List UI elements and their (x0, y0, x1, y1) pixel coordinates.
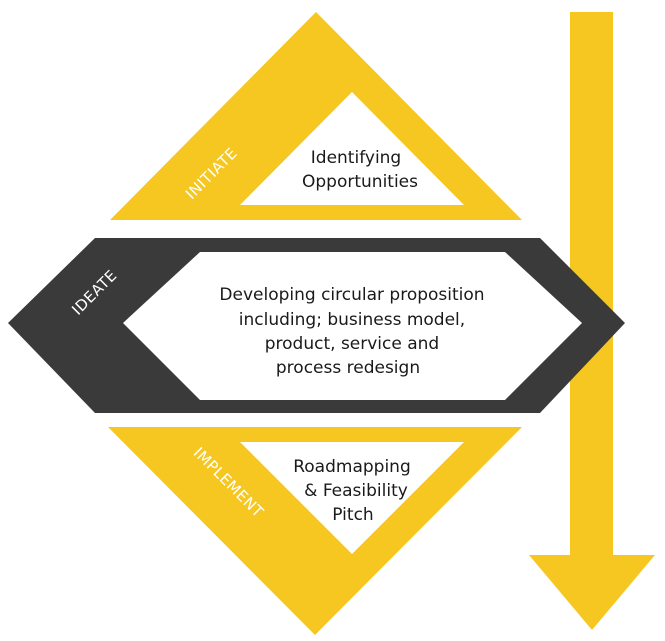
implement-text-line-1: Roadmapping (293, 457, 411, 477)
implement-text-line-3: Pitch (332, 505, 373, 525)
initiate-text-line-1: Identifying (311, 148, 401, 168)
ideate-text-line-3: product, service and (265, 334, 439, 354)
ideate-inner-hexagon (123, 252, 582, 400)
initiate-stage: INITIATE Identifying Opportunities (110, 12, 522, 220)
ideate-text-line-2: including; business model, (239, 310, 465, 330)
initiate-inner-triangle (240, 92, 464, 205)
implement-text-line-2: & Feasibility (304, 481, 408, 501)
ideate-stage: IDEATE Developing circular proposition i… (8, 238, 625, 413)
ideate-text-line-1: Developing circular proposition (219, 285, 484, 305)
ideate-text-line-4: process redesign (276, 358, 420, 378)
implement-stage: IMPLEMENT Roadmapping & Feasibility Pitc… (108, 427, 522, 635)
implement-inner-triangle (240, 442, 464, 554)
initiate-text-line-2: Opportunities (302, 172, 418, 192)
